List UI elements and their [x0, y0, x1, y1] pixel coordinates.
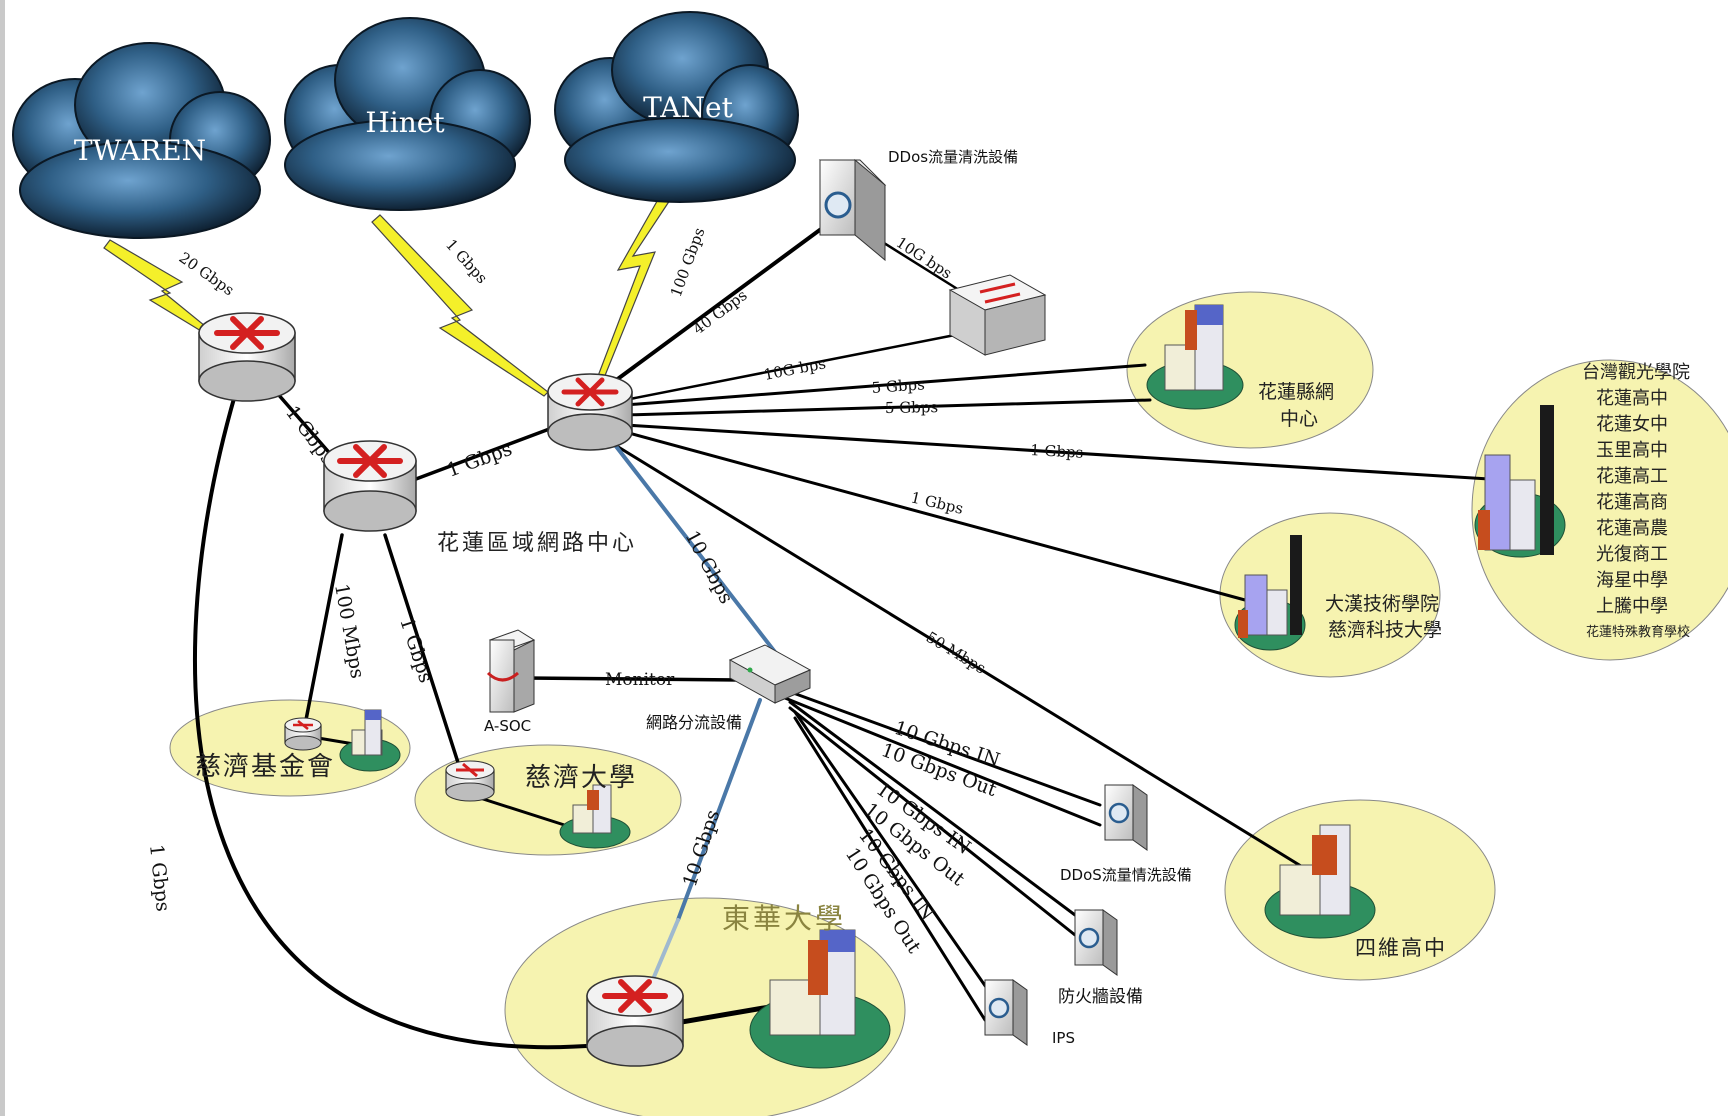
- school-name: 上騰中學: [1596, 596, 1668, 617]
- ddos-top-appliance-icon: [818, 158, 887, 262]
- building-donghwa-icon: [749, 929, 891, 1069]
- building-foundation-icon: [339, 709, 401, 772]
- school-name: 花蓮高中: [1596, 388, 1668, 409]
- router-tzuchi-icon: [323, 440, 417, 532]
- link-core-ddos-top: [598, 216, 838, 394]
- link-core-schools: [623, 423, 1507, 482]
- site-schools-ellipse: [1471, 359, 1728, 661]
- link-splitter-donghwa-blue: [676, 698, 762, 922]
- label-county-line2: 中心: [1280, 408, 1318, 430]
- label-ips: IPS: [1052, 1029, 1075, 1047]
- school-name: 花蓮女中: [1596, 414, 1668, 435]
- link-tzuchi-router-core: [398, 423, 562, 487]
- link-out-out-3: [793, 716, 987, 1022]
- label-tzuchi-university: 1 Gbps: [395, 615, 437, 686]
- label-twaren-donghwa: 1 Gbps: [145, 843, 174, 912]
- label-ddos-top: DDos流量清洗設備: [888, 148, 1018, 166]
- label-tzuchi-univ: 慈濟大學: [525, 763, 637, 793]
- link-twaren-router-donghwa: [193, 393, 602, 1049]
- link-core-splitter-blue: [613, 443, 787, 667]
- cloud-label-hinet: Hinet: [365, 106, 445, 139]
- label-dahan-line2: 慈濟科技大學: [1328, 619, 1442, 641]
- site-siwei-ellipse: [1224, 799, 1496, 981]
- link-asoc-splitter: [523, 676, 742, 682]
- link-out-in-2: [788, 700, 1077, 917]
- building-dahan-icon: [1234, 535, 1306, 651]
- router-university-icon: [445, 760, 495, 802]
- school-name: 玉里高中: [1596, 440, 1668, 461]
- school-name: 花蓮高商: [1596, 492, 1668, 513]
- ddos-bottom-appliance-icon: [1104, 784, 1148, 851]
- link-out-in-3: [793, 710, 997, 1002]
- cloud-tanet: TANet: [554, 11, 799, 203]
- router-donghwa-icon: [586, 975, 684, 1067]
- router-twaren-icon: [198, 312, 296, 402]
- label-ddos-top-40g: 40 Gbps: [690, 286, 751, 338]
- label-siwei: 四維高中: [1355, 936, 1447, 960]
- links-layer: [193, 216, 1507, 1049]
- label-hinet-uplink: 1 Gbps: [442, 236, 491, 288]
- label-firewall: 防火牆設備: [1058, 987, 1143, 1007]
- label-twaren-uplink: 20 Gbps: [176, 249, 238, 300]
- site-tzuchi-univ-ellipse: [414, 744, 682, 856]
- link-out-out-2: [788, 706, 1077, 937]
- building-siwei-icon: [1264, 824, 1376, 939]
- schools-list: 台灣觀光學院 花蓮高中 花蓮女中 玉里高中 花蓮高工 花蓮高商 花蓮高農 光復商…: [1582, 362, 1690, 640]
- splitter-appliance-icon: [728, 644, 812, 704]
- label-splitter-donghwa: 10 Gbps: [679, 807, 724, 889]
- label-dahan-1g: 1 Gbps: [909, 488, 965, 518]
- link-out-in-1: [783, 688, 1102, 807]
- label-tzuchi-core: 1 Gbps: [444, 438, 515, 482]
- label-core-splitter: 10 Gbps: [681, 527, 738, 608]
- asoc-server-icon: [486, 629, 536, 713]
- cloud-twaren: TWAREN: [12, 42, 271, 239]
- link-out-out-1: [783, 696, 1102, 827]
- cloud-hinet: Hinet: [284, 17, 531, 211]
- link-core-county-b: [623, 398, 1152, 417]
- label-county-5g-b: 5 Gbps: [885, 398, 939, 417]
- link-tzuchi-router-foundation: [303, 533, 344, 727]
- building-county-icon: [1146, 304, 1244, 410]
- link-core-county-a: [623, 363, 1147, 407]
- school-name: 海星中學: [1596, 570, 1668, 591]
- link-tzuchi-router-university: [383, 533, 464, 777]
- label-ddos-bottom: DDoS流量情洗設備: [1060, 866, 1192, 884]
- building-schools-icon: [1474, 405, 1566, 558]
- label-county-5g-a: 5 Gbps: [871, 375, 925, 397]
- label-splitter: 網路分流設備: [646, 713, 742, 732]
- school-name-special: 花蓮特殊教育學校: [1586, 624, 1690, 640]
- label-donghwa: 東華大學: [722, 902, 846, 935]
- link-core-siwei: [613, 443, 1342, 892]
- school-name: 花蓮高農: [1596, 518, 1668, 539]
- label-county-line1: 花蓮縣網: [1258, 381, 1334, 403]
- switch-icon: [948, 274, 1047, 356]
- school-name: 光復商工: [1596, 544, 1668, 565]
- building-university-icon: [559, 784, 631, 849]
- ips-appliance-icon: [984, 979, 1028, 1046]
- label-foundation: 慈濟基金會: [195, 752, 335, 782]
- left-frame-border: [0, 0, 5, 1116]
- label-monitor: Monitor: [605, 670, 675, 690]
- cloud-label-twaren: TWAREN: [74, 134, 206, 167]
- router-core-icon: [547, 373, 633, 451]
- label-schools-1g: 1 Gbps: [1030, 441, 1084, 462]
- cloud-label-tanet: TANet: [643, 91, 733, 124]
- label-tanet-uplink: 100 Gbps: [667, 225, 709, 299]
- school-name: 台灣觀光學院: [1582, 362, 1690, 383]
- link-switch-core: [623, 333, 957, 402]
- label-asoc: A-SOC: [484, 717, 531, 735]
- label-dahan-line1: 大漢技術學院: [1325, 593, 1439, 615]
- lightning-hinet: [371, 214, 549, 397]
- label-switch-to-core: 10G bps: [762, 354, 827, 384]
- label-siwei-50m: 50 Mbps: [923, 628, 989, 677]
- label-center: 花蓮區域網路中心: [437, 531, 637, 556]
- label-ddos-to-switch: 10G bps: [893, 233, 955, 282]
- router-foundation-icon: [284, 717, 322, 751]
- firewall-appliance-icon: [1074, 909, 1118, 976]
- label-tzuchi-foundation: 100 Mbps: [330, 582, 368, 680]
- school-name: 花蓮高工: [1596, 466, 1668, 487]
- link-core-dahan: [623, 430, 1247, 602]
